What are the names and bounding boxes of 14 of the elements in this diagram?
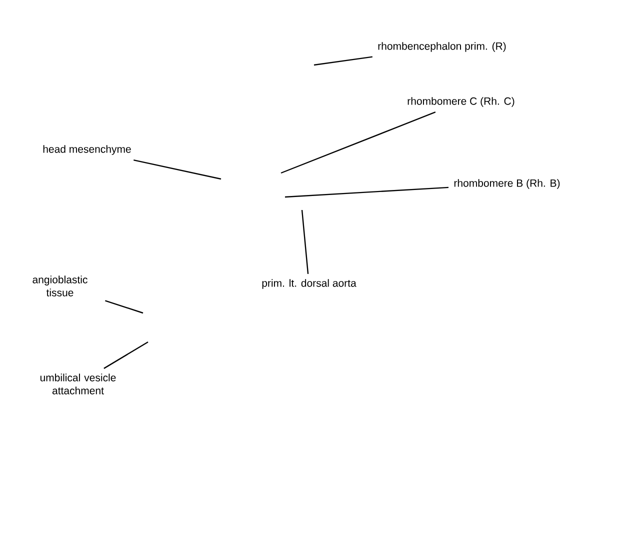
label-text: rhombencephalon prim. (R) [378, 42, 506, 52]
label-text: head mesenchyme [43, 145, 131, 155]
leader-line [284, 186, 449, 198]
leader-line [314, 56, 372, 66]
leader-line [105, 300, 144, 314]
label-text: rhombomere B (Rh. B) [454, 179, 560, 189]
leader-line [134, 160, 222, 180]
label-text: prim. lt. dorsal aorta [262, 279, 356, 289]
label-text: rhombomere C (Rh. C) [408, 97, 514, 107]
leader-line [104, 342, 148, 369]
leader-line [301, 210, 309, 274]
label-text: angioblastic tissue [32, 276, 88, 296]
leader-line [280, 112, 436, 174]
label-text: umbilical vesicle attachment [40, 374, 116, 394]
